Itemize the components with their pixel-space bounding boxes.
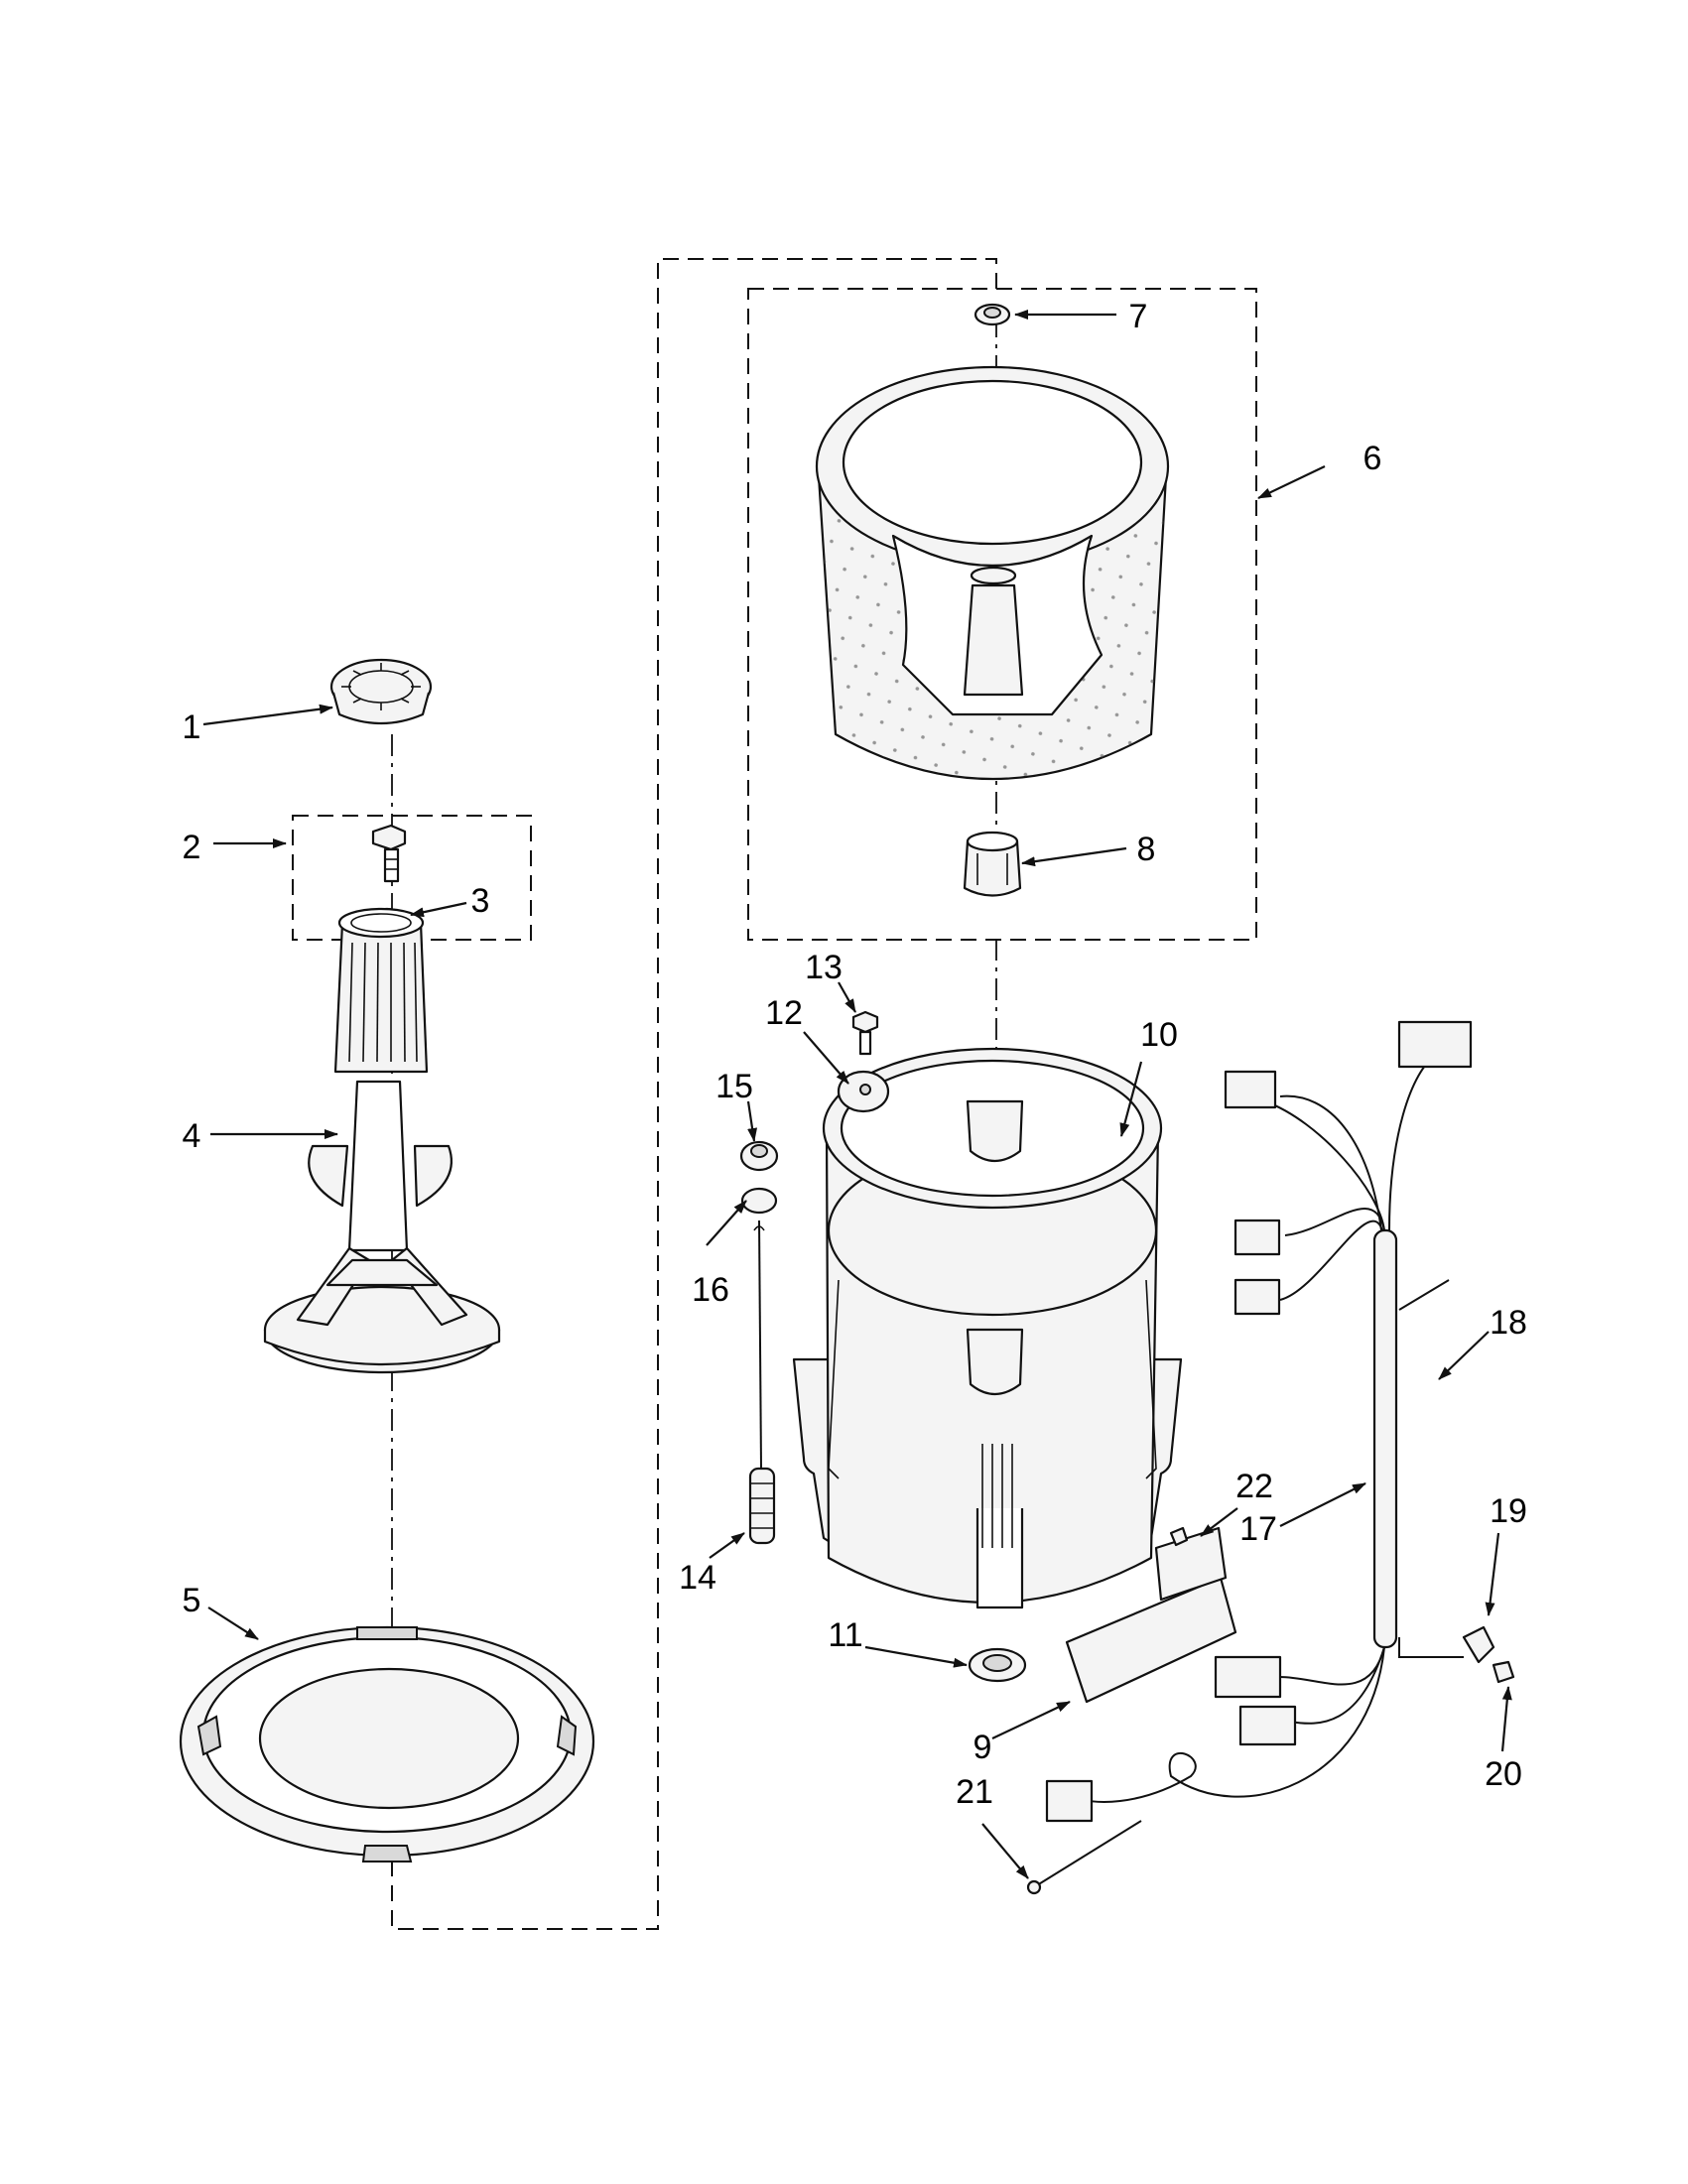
label-part-2: 2 bbox=[183, 829, 201, 866]
part-2-bolt bbox=[371, 824, 407, 883]
label-part-12: 12 bbox=[765, 994, 803, 1032]
part-7-nut bbox=[974, 303, 1011, 326]
label-part-10: 10 bbox=[1140, 1016, 1178, 1054]
label-part-4: 4 bbox=[183, 1117, 201, 1155]
part-6-basket bbox=[815, 365, 1170, 780]
part-8-drive-hub bbox=[963, 831, 1022, 897]
part-13-screw bbox=[851, 1010, 879, 1056]
part-labels: 1 2 3 4 5 6 7 8 9 10 11 12 13 14 15 16 1… bbox=[183, 298, 1527, 1811]
label-part-6: 6 bbox=[1363, 440, 1382, 477]
label-part-16: 16 bbox=[692, 1271, 729, 1309]
label-part-22: 22 bbox=[1235, 1468, 1273, 1505]
part-4-agitator bbox=[263, 907, 501, 1374]
part-17-wire-harness bbox=[1045, 1020, 1473, 1823]
label-part-8: 8 bbox=[1137, 831, 1156, 868]
assembly-leader-path bbox=[391, 258, 997, 1930]
part-19-clip bbox=[1462, 1625, 1495, 1664]
label-part-18: 18 bbox=[1490, 1304, 1527, 1342]
label-part-15: 15 bbox=[715, 1068, 753, 1105]
label-part-5: 5 bbox=[183, 1582, 201, 1619]
part-22-screw bbox=[1169, 1526, 1189, 1547]
group-box-6 bbox=[747, 288, 1257, 941]
label-part-13: 13 bbox=[805, 949, 843, 986]
label-part-20: 20 bbox=[1485, 1755, 1522, 1793]
label-part-17: 17 bbox=[1239, 1510, 1277, 1548]
label-part-3: 3 bbox=[471, 882, 490, 920]
part-16-suspension-ball bbox=[740, 1187, 778, 1215]
label-part-1: 1 bbox=[183, 708, 201, 746]
label-part-7: 7 bbox=[1129, 298, 1148, 335]
label-part-9: 9 bbox=[974, 1729, 992, 1766]
part-20-screw bbox=[1492, 1660, 1515, 1684]
part-11-seal bbox=[968, 1647, 1027, 1683]
part-9-control-board bbox=[1065, 1526, 1237, 1704]
part-15-suspension-cap bbox=[739, 1140, 779, 1172]
label-part-11: 11 bbox=[828, 1616, 862, 1654]
part-18-hose bbox=[1398, 1279, 1464, 1658]
leader-arrows bbox=[202, 310, 1512, 1879]
part-5-tub-ring bbox=[179, 1625, 595, 1863]
label-part-14: 14 bbox=[679, 1559, 716, 1597]
part-21-cable-tie bbox=[1026, 1820, 1142, 1895]
part-10-outer-tub bbox=[792, 1047, 1183, 1609]
part-12-bracket bbox=[837, 1070, 890, 1113]
part-14-suspension-rod bbox=[748, 1220, 776, 1545]
label-part-19: 19 bbox=[1490, 1492, 1527, 1530]
part-1-agitator-cap bbox=[329, 658, 433, 725]
label-part-21: 21 bbox=[956, 1773, 993, 1811]
